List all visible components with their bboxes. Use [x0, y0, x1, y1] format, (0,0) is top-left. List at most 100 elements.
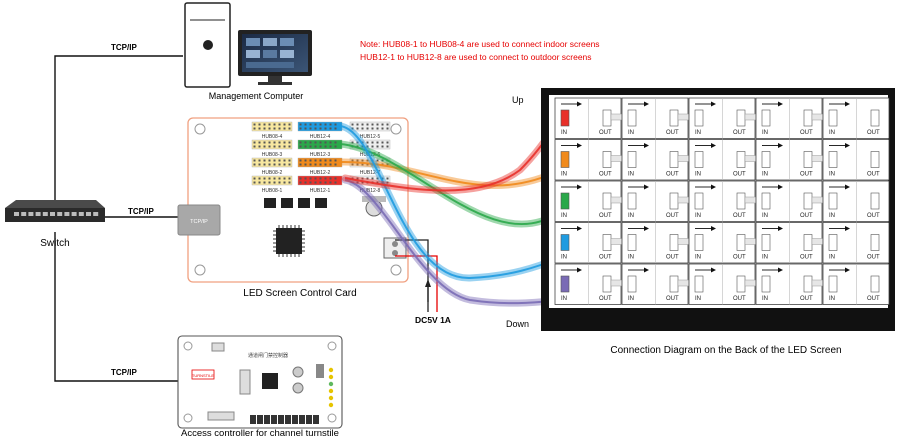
out-port-label: OUT — [800, 296, 813, 302]
out-port-label: OUT — [733, 255, 746, 261]
switch-port — [64, 212, 70, 216]
access-controller-board: TURNSTILE 通道闸门禁控制器 — [177, 335, 343, 429]
direction-arrow-icon — [778, 267, 783, 273]
in-port-label: IN — [762, 255, 768, 261]
in-port-label: IN — [561, 172, 567, 178]
in-port-label: IN — [829, 296, 835, 302]
direction-arrow-icon — [845, 267, 850, 273]
in-port-label: IN — [561, 213, 567, 219]
out-port-label: OUT — [733, 296, 746, 302]
card-chip — [264, 198, 276, 208]
in-port-label: IN — [829, 130, 835, 136]
terminal-block — [257, 415, 263, 424]
switch-port — [50, 212, 55, 216]
direction-arrow-icon — [778, 143, 783, 148]
status-led — [328, 402, 334, 408]
terminal-block — [278, 415, 284, 424]
out-port — [803, 151, 813, 168]
in-port — [694, 234, 704, 251]
control-card-label: LED Screen Control Card — [243, 288, 356, 299]
network-wires — [54, 55, 183, 382]
direction-arrow-icon — [778, 184, 783, 190]
in-port — [694, 151, 704, 168]
access-controller-label: Access controller for channel turnstile — [181, 428, 339, 439]
power-arrow-icon — [425, 279, 431, 287]
direction-arrow-icon — [577, 267, 582, 273]
out-port-label: OUT — [599, 172, 612, 178]
hub-label: HUB12-1 — [310, 188, 331, 194]
terminal-block — [299, 415, 305, 424]
out-port-label: OUT — [867, 213, 880, 219]
direction-arrow-icon — [778, 226, 783, 231]
in-port-label: IN — [628, 213, 634, 219]
hub-label: HUB12-4 — [310, 134, 331, 140]
out-port — [736, 275, 746, 293]
out-port-label: OUT — [666, 255, 679, 261]
management-computer-label: Management Computer — [209, 91, 304, 101]
in-port-label: IN — [628, 130, 634, 136]
in-port — [828, 234, 838, 251]
in-port-label: IN — [762, 213, 768, 219]
in-port — [627, 151, 637, 168]
out-port — [870, 234, 880, 251]
direction-arrow-icon — [845, 101, 850, 107]
direction-arrow-icon — [644, 226, 649, 231]
hub-label: HUB12-2 — [310, 170, 331, 176]
direction-arrow-icon — [711, 143, 716, 148]
in-port-label: IN — [695, 296, 701, 302]
in-port — [694, 192, 704, 210]
switch-port — [21, 212, 27, 216]
in-port-label: IN — [628, 296, 634, 302]
direction-arrow-icon — [577, 101, 582, 107]
terminal-block — [285, 415, 291, 424]
controller-brand-label: TURNSTILE — [192, 373, 215, 378]
hub-label: HUB08-2 — [262, 170, 283, 176]
in-port-label: IN — [628, 172, 634, 178]
in-port-label: IN — [829, 255, 835, 261]
ribbon-cable-core — [339, 160, 561, 187]
network-switch — [5, 200, 105, 222]
out-port — [602, 275, 612, 293]
in-port — [560, 234, 570, 251]
out-port — [669, 151, 679, 168]
out-port — [870, 151, 880, 168]
in-port — [627, 275, 637, 293]
status-led — [328, 381, 334, 387]
direction-arrow-icon — [778, 101, 783, 107]
hub-label: HUB12-5 — [360, 134, 381, 140]
direction-arrow-icon — [711, 267, 716, 273]
connector — [207, 411, 235, 421]
in-port — [761, 109, 771, 127]
direction-arrow-icon — [577, 143, 582, 148]
tcpip-label-top: TCP/IP — [111, 43, 137, 52]
up-label: Up — [512, 95, 524, 105]
out-port-label: OUT — [599, 255, 612, 261]
out-port — [602, 192, 612, 210]
direction-arrow-icon — [644, 143, 649, 148]
out-port — [736, 234, 746, 251]
out-port-label: OUT — [800, 213, 813, 219]
out-port — [669, 109, 679, 127]
in-port-label: IN — [762, 296, 768, 302]
out-port — [803, 234, 813, 251]
out-port — [669, 234, 679, 251]
terminal-block — [250, 415, 256, 424]
switch-port — [86, 212, 91, 216]
down-label: Down — [506, 319, 529, 329]
note-line-2: HUB12-1 to HUB12-8 are used to connect t… — [360, 52, 592, 62]
status-led — [328, 395, 334, 401]
switch-port — [71, 212, 77, 216]
in-port — [828, 192, 838, 210]
in-port-label: IN — [561, 255, 567, 261]
in-port-label: IN — [762, 130, 768, 136]
in-port — [560, 275, 570, 293]
hub-label: HUB12-8 — [360, 188, 381, 194]
out-port-label: OUT — [733, 213, 746, 219]
in-port-label: IN — [695, 130, 701, 136]
out-port-label: OUT — [867, 296, 880, 302]
in-port — [761, 234, 771, 251]
direction-arrow-icon — [644, 267, 649, 273]
